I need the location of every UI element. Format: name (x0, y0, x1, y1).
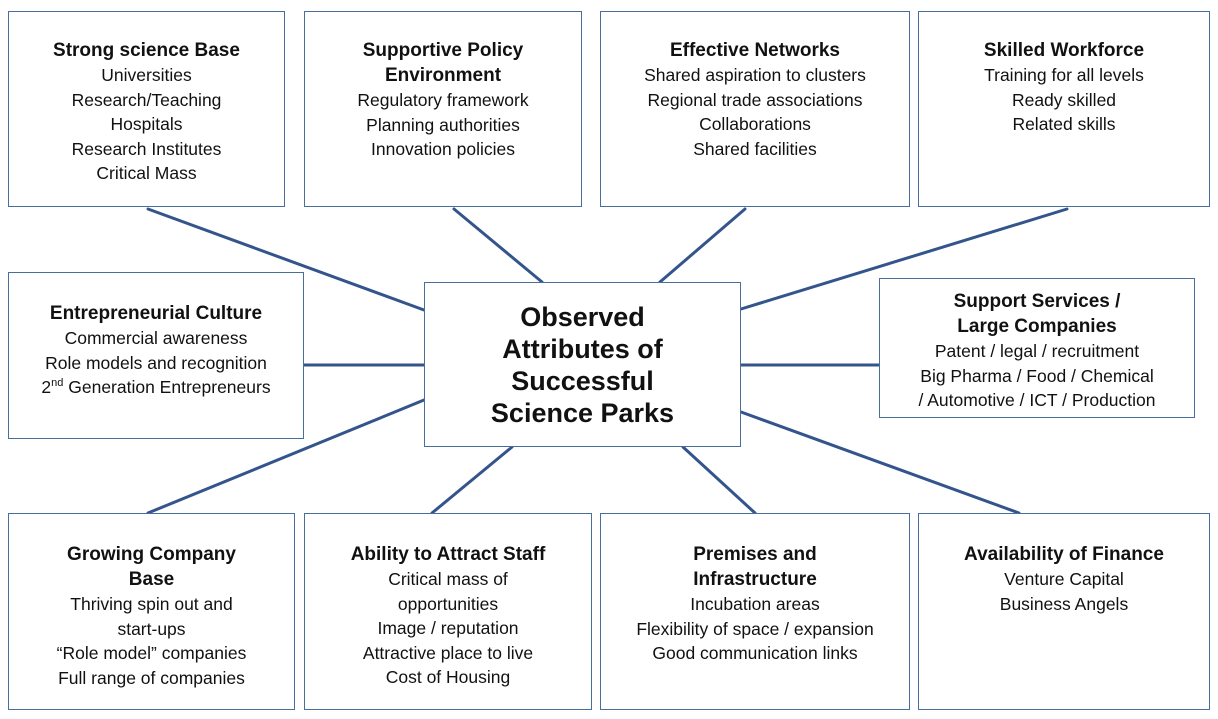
box-item: Incubation areas (690, 594, 820, 614)
connector-finance (739, 410, 1021, 515)
box-item: / Automotive / ICT / Production (918, 390, 1156, 410)
box-title: Infrastructure (693, 569, 817, 590)
box-item: Attractive place to live (362, 642, 534, 663)
box-item: Shared aspiration to clusters (644, 65, 866, 85)
box-title: Base (128, 569, 175, 590)
box-item: Business Angels (999, 593, 1129, 614)
box-item: Role models and recognition (45, 352, 267, 373)
box-item: Full range of companies (58, 667, 245, 688)
box-title: Skilled Workforce (983, 40, 1145, 61)
central-concept-box: Observed Attributes of Successful Scienc… (424, 282, 741, 447)
box-item: Hospitals (110, 114, 183, 134)
box-item: Regulatory framework (357, 90, 529, 110)
box-item: Critical mass of (388, 569, 508, 589)
support-services-box: Support Services / Large Companies Paten… (879, 278, 1195, 418)
box-item: Good communication links (652, 643, 858, 663)
connector-network (658, 207, 747, 284)
box-item: Research/Teaching (71, 89, 222, 110)
box-item: Shared facilities (693, 138, 817, 159)
box-item: Patent / legal / recruitment (934, 341, 1140, 361)
connector-staff (430, 445, 514, 515)
connector-premises (681, 445, 757, 515)
center-line-2: Attributes of (502, 333, 663, 364)
box-title: Effective Networks (669, 40, 840, 61)
box-item: Collaborations (699, 114, 811, 134)
supportive-policy-box: Supportive Policy Environment Regulatory… (304, 11, 582, 207)
ordinal-rest: Generation Entrepreneurs (63, 377, 271, 397)
box-item: Training for all levels (984, 65, 1144, 85)
availability-of-finance-box: Availability of Finance Venture Capital … (918, 513, 1210, 710)
box-item: Big Pharma / Food / Chemical (920, 365, 1154, 386)
box-item: Cost of Housing (385, 667, 511, 687)
box-item: Planning authorities (366, 114, 520, 135)
box-item: Related skills (1012, 114, 1116, 134)
connector-science (146, 207, 426, 312)
attract-staff-box: Ability to Attract Staff Critical mass o… (304, 513, 592, 710)
box-title: Ability to Attract Staff (350, 544, 546, 565)
box-title: Large Companies (957, 316, 1117, 337)
box-title: Supportive Policy (362, 40, 524, 61)
box-title: Support Services / (953, 291, 1121, 312)
box-item: opportunities (397, 593, 499, 614)
box-item: Venture Capital (1004, 569, 1124, 589)
box-item: Universities (101, 65, 192, 85)
growing-company-base-box: Growing Company Base Thriving spin out a… (8, 513, 295, 710)
box-item: Regional trade associations (647, 89, 863, 110)
box-item: Thriving spin out and (70, 594, 233, 614)
center-line-4: Science Parks (490, 397, 675, 428)
box-title: Growing Company (67, 544, 236, 565)
effective-networks-box: Effective Networks Shared aspiration to … (600, 11, 910, 207)
box-item: start-ups (117, 618, 186, 639)
skilled-workforce-box: Skilled Workforce Training for all level… (918, 11, 1210, 207)
box-item: “Role model” companies (56, 643, 247, 663)
box-item: Commercial awareness (64, 328, 248, 348)
entrepreneurial-culture-box: Entrepreneurial Culture Commercial aware… (8, 272, 304, 439)
center-line-3: Successful (511, 365, 654, 396)
connector-policy (452, 207, 544, 284)
box-title: Strong science Base (53, 40, 240, 61)
box-item: Image / reputation (377, 618, 519, 638)
box-item: 2nd Generation Entrepreneurs (9, 375, 303, 400)
box-item: Critical Mass (96, 163, 197, 183)
ordinal-number: 2 (41, 377, 52, 397)
box-title: Availability of Finance (964, 544, 1164, 565)
premises-infrastructure-box: Premises and Infrastructure Incubation a… (600, 513, 910, 710)
box-item: Ready skilled (1011, 89, 1117, 110)
box-item: Flexibility of space / expansion (636, 618, 874, 639)
center-line-1: Observed (520, 301, 645, 332)
box-item: Innovation policies (371, 139, 515, 159)
strong-science-base-box: Strong science Base Universities Researc… (8, 11, 285, 207)
box-item: Research Institutes (71, 138, 222, 159)
box-title: Premises and (693, 544, 817, 565)
box-title: Environment (384, 65, 502, 86)
box-title: Entrepreneurial Culture (49, 303, 263, 324)
connector-skilled (739, 207, 1069, 311)
ordinal-suffix: nd (51, 377, 64, 390)
connector-growing (146, 398, 426, 515)
